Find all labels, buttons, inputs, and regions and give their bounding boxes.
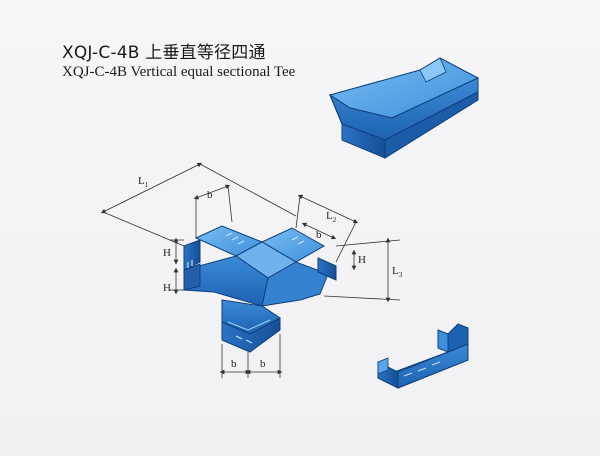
dimension-label-H-left-upper: H [163,247,171,259]
dimension-lines [100,162,401,378]
dimension-label-b-upper: b [207,189,213,201]
dimension-label-L1: L1 [138,175,149,189]
product-title-chinese: XQJ-C-4B 上垂直等径四通 [62,43,266,63]
dimension-label-H-left-lower: H [163,282,171,294]
dimension-label-L3: L3 [392,265,403,279]
dimension-label-b-bottom-left: b [231,358,237,370]
bottom-right-connector-piece [376,323,470,389]
dimension-label-L2: L2 [326,210,337,224]
top-right-cover-piece [328,57,480,159]
dimension-label-b-right: b [316,229,322,241]
dimension-label-b-bottom-right: b [260,358,266,370]
dimension-label-H-right: H [358,254,366,266]
product-title-english: XQJ-C-4B Vertical equal sectional Tee [62,64,296,80]
main-tee-fitting [183,225,337,353]
